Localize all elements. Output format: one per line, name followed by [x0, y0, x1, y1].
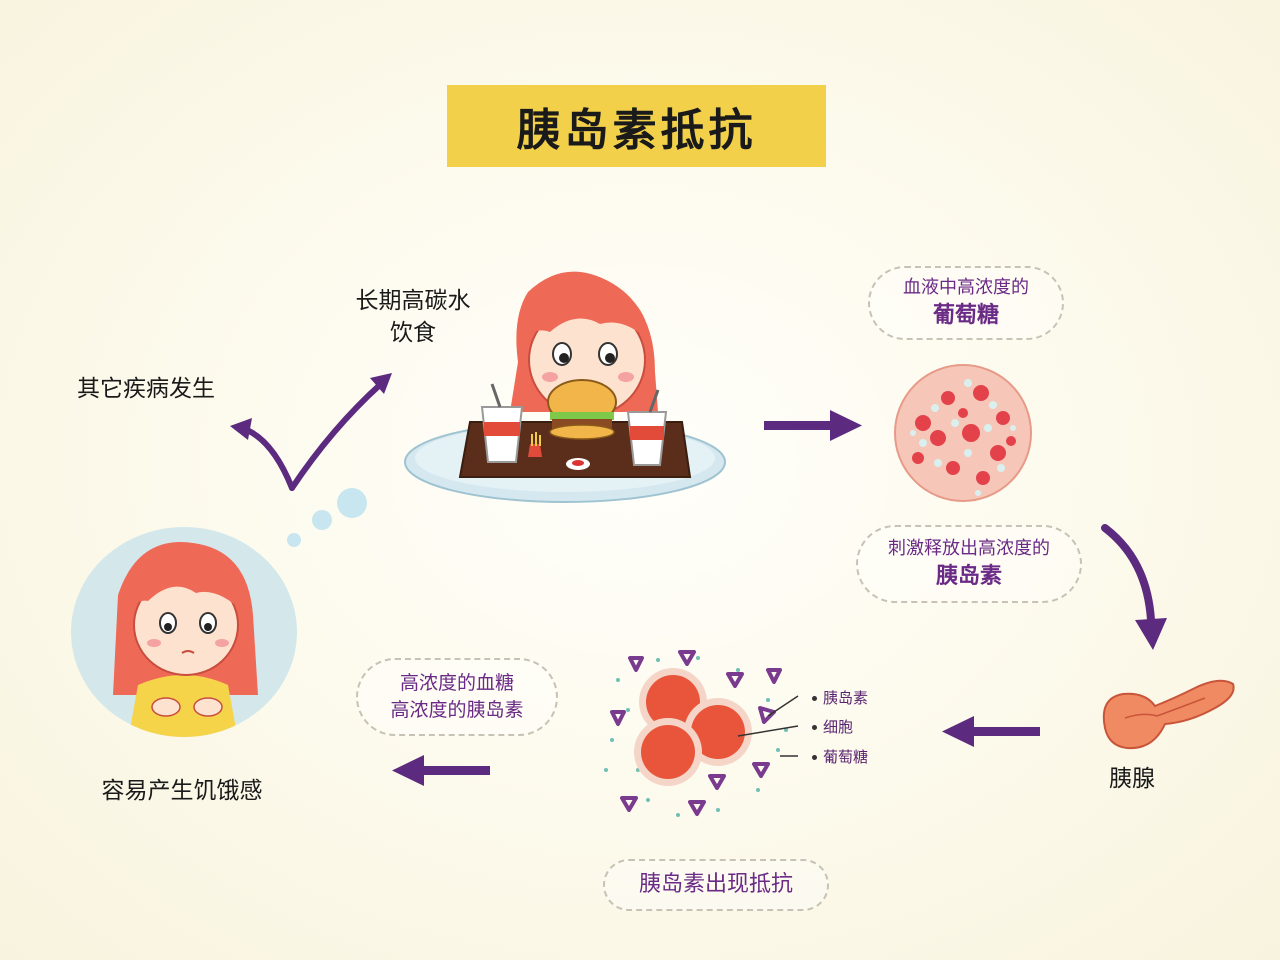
legend-cell-label: 细胞 — [823, 718, 854, 736]
glucose-pill-line1: 血液中高浓度的 — [903, 277, 1029, 298]
stimulate-pill-line2: 胰岛素 — [935, 564, 1002, 589]
fast-food-girl-illustration — [404, 271, 726, 503]
hunger-label: 容易产生饥饿感 — [101, 778, 263, 804]
high-concentration-line2: 高浓度的胰岛素 — [390, 699, 524, 721]
high-concentration-line1: 高浓度的血糖 — [399, 672, 514, 694]
legend-dot — [812, 755, 817, 760]
hungry-girl-illustration — [71, 527, 297, 737]
legend-insulin-label: 胰岛素 — [823, 689, 869, 707]
arrow-to-glucose — [764, 410, 862, 441]
legend-dot — [812, 696, 817, 701]
legend-dot — [812, 725, 817, 730]
pancreas-label: 胰腺 — [1109, 766, 1155, 792]
legend-insulin: 胰岛素 — [812, 687, 868, 708]
other-disease-label: 其它疾病发生 — [77, 376, 215, 402]
stimulate-pill: 刺激释放出高浓度的 胰岛素 — [856, 525, 1082, 603]
arrow-to-cells — [942, 716, 1040, 747]
glucose-ball-illustration — [894, 364, 1032, 502]
arrow-to-pancreas — [1101, 524, 1167, 650]
arrow-to-hunger — [392, 755, 490, 786]
resistance-pill-label: 胰岛素出现抵抗 — [638, 872, 793, 897]
glucose-pill: 血液中高浓度的 葡萄糖 — [868, 266, 1064, 340]
glucose-pill-line2: 葡萄糖 — [932, 303, 999, 328]
legend-cell: 细胞 — [812, 716, 853, 737]
diet-label-line2: 饮食 — [390, 320, 436, 346]
page-title: 胰岛素抵抗 — [447, 85, 826, 167]
insulin-resistance-cells-illustration — [604, 650, 799, 817]
legend-glucose-label: 葡萄糖 — [823, 748, 869, 766]
diet-label: 长期高碳水 饮食 — [350, 285, 476, 349]
stimulate-pill-line1: 刺激释放出高浓度的 — [888, 538, 1050, 559]
pancreas-illustration — [1102, 679, 1235, 750]
diet-label-line1: 长期高碳水 — [355, 288, 471, 314]
legend-glucose: 葡萄糖 — [812, 746, 868, 767]
high-concentration-pill: 高浓度的血糖 高浓度的胰岛素 — [356, 658, 558, 736]
resistance-pill: 胰岛素出现抵抗 — [603, 859, 829, 911]
split-arrow — [230, 373, 392, 491]
thought-bubbles — [287, 488, 367, 547]
